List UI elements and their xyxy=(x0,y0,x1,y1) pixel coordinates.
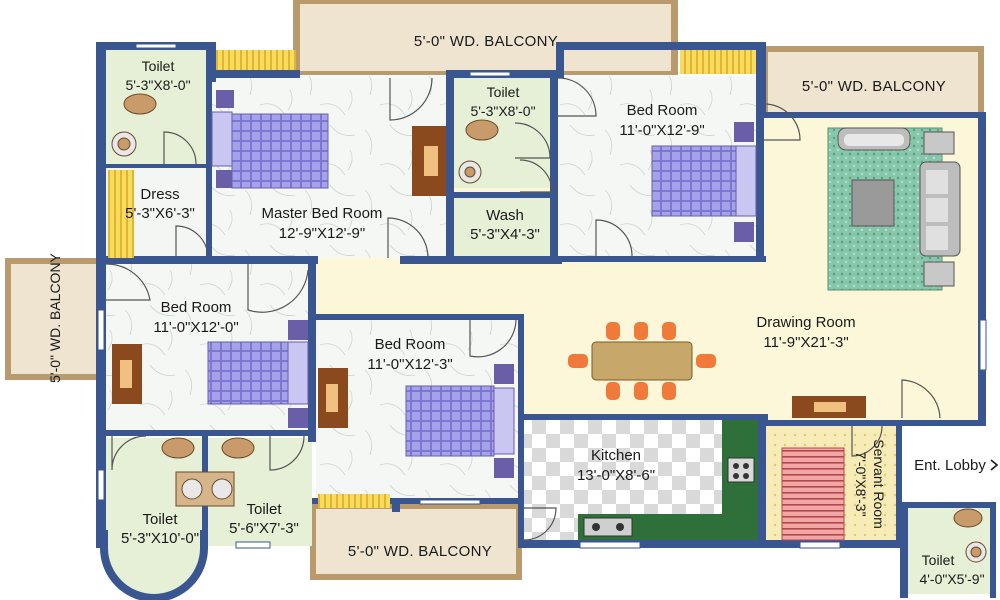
balcony-left-label: 5'-0" WD. BALCONY xyxy=(47,252,63,382)
kitchen-counter xyxy=(578,420,758,540)
bed-c-name: Bed Room xyxy=(375,336,446,353)
balcony-left xyxy=(5,258,105,380)
balcony-bottom-label: 5'-0" WD. BALCONY xyxy=(348,543,492,560)
toilet-3-name: Toilet xyxy=(142,511,178,528)
balcony-top-right-label: 5'-0" WD. BALCONY xyxy=(802,78,946,95)
dress-name: Dress xyxy=(140,186,179,203)
drawing-room-name: Drawing Room xyxy=(756,314,855,331)
kitchen-size: 13'-0"X8'-6" xyxy=(577,467,655,484)
bed-c xyxy=(405,364,515,478)
tv-unit xyxy=(792,396,866,418)
toilet-1-name: Toilet xyxy=(142,58,175,74)
bed-w xyxy=(207,320,309,428)
master-bed xyxy=(211,90,329,189)
wash-size: 5'-3"X4'-3" xyxy=(470,226,540,243)
master-bed-name: Master Bed Room xyxy=(262,205,383,222)
drawing-room-size: 11'-9"X21'-3" xyxy=(763,334,848,351)
bed-ne-name: Bed Room xyxy=(627,102,698,119)
bed-w-size: 11'-0"X12'-0" xyxy=(153,319,238,336)
kitchen-name: Kitchen xyxy=(591,447,641,464)
master-bed-size: 12'-9"X12'-9" xyxy=(279,225,365,242)
toilet-5-name: Toilet xyxy=(922,552,955,568)
toilet-2-name: Toilet xyxy=(487,84,520,100)
balcony-bottom xyxy=(310,503,522,580)
bed-ne-size: 11'-0"X12'-9" xyxy=(619,122,704,139)
bed-ne xyxy=(651,122,757,242)
toilet-4-name: Toilet xyxy=(246,501,282,518)
toilet-3-size: 5'-3"X10'-0" xyxy=(121,530,199,547)
dress-size: 5'-3"X6'-3" xyxy=(125,205,195,222)
balcony-top xyxy=(293,0,678,75)
doors xyxy=(105,77,941,541)
bed-c-size: 11'-0"X12'-3" xyxy=(367,356,452,373)
wash-name: Wash xyxy=(486,207,524,224)
chevron-right-icon xyxy=(990,459,999,471)
toilet-2-size: 5'-3"X8'-0" xyxy=(470,103,535,119)
toilet-5-size: 4'-0"X5'-9" xyxy=(919,571,984,587)
balcony-top-label: 5'-0" WD. BALCONY xyxy=(414,33,558,50)
entrance-lobby-label: Ent. Lobby xyxy=(914,457,986,474)
bed-c-wardrobe xyxy=(318,368,348,428)
servant-room-size: 7'-0"X8'-3" xyxy=(853,451,869,516)
toilet-1-size: 5'-3"X8'-0" xyxy=(125,77,190,93)
entrance-lobby-area xyxy=(902,426,1000,502)
curved-wall xyxy=(100,530,208,600)
master-wardrobe xyxy=(412,126,446,196)
toilet-4-size: 5'-6"X7'-3" xyxy=(229,520,299,537)
sanitary-fixtures xyxy=(111,93,987,563)
bed-w-name: Bed Room xyxy=(161,299,232,316)
servant-room-name: Servant Room xyxy=(871,439,887,528)
balcony-top-right xyxy=(762,46,984,118)
servant-stairs xyxy=(781,447,845,541)
bed-w-wardrobe xyxy=(112,344,142,404)
windows xyxy=(97,43,987,549)
dining-set xyxy=(568,322,716,400)
living-rug xyxy=(827,127,961,291)
